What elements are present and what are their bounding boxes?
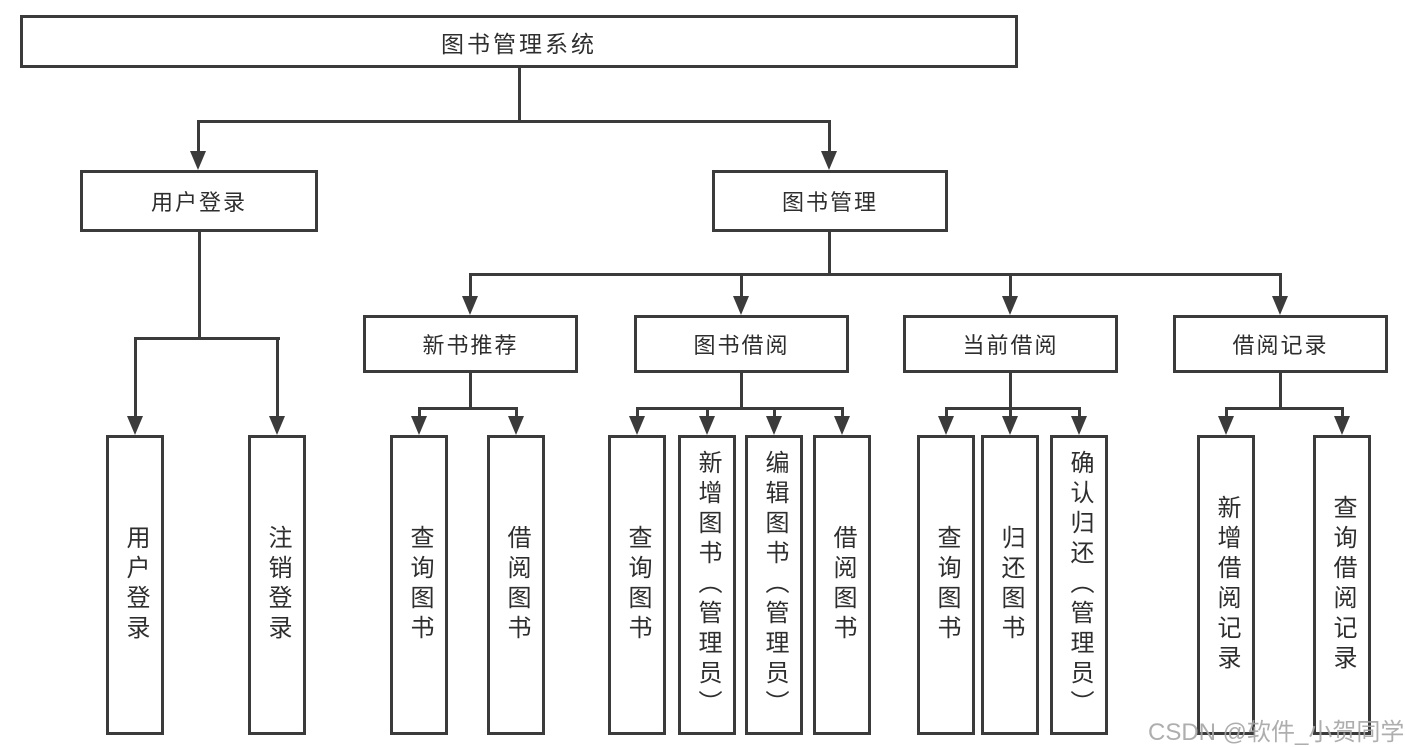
leaf-borrow-add-books-admin-label: 新增图书（管理员） <box>694 450 721 720</box>
connector-line <box>945 407 1081 410</box>
connector-line <box>469 273 1282 276</box>
leaf-current-confirm-return-admin: 确认归还（管理员） <box>1050 435 1108 735</box>
arrowhead-down <box>1071 416 1087 435</box>
arrowhead-down <box>1334 416 1350 435</box>
leaf-current-confirm-return-admin-label: 确认归还（管理员） <box>1066 450 1093 720</box>
node-root: 图书管理系统 <box>20 15 1018 68</box>
connector-line <box>945 407 948 418</box>
leaf-borrow-add-books-admin: 新增图书（管理员） <box>678 435 736 735</box>
leaf-borrow-query-books: 查询图书 <box>608 435 666 735</box>
arrowhead-down <box>127 416 143 435</box>
leaf-newbook-borrow-books: 借阅图书 <box>487 435 545 735</box>
arrowhead-down <box>1272 296 1288 315</box>
leaf-records-query-record: 查询借阅记录 <box>1313 435 1371 735</box>
connector-line <box>469 273 472 298</box>
node-book-management-label: 图书管理 <box>781 190 878 215</box>
connector-line <box>276 337 279 417</box>
connector-line <box>1009 407 1012 418</box>
leaf-newbook-query-books: 查询图书 <box>390 435 448 735</box>
leaf-borrow-edit-books-admin: 编辑图书（管理员） <box>745 435 803 735</box>
leaf-borrow-query-books-label: 查询图书 <box>624 525 651 645</box>
leaf-records-add-record: 新增借阅记录 <box>1197 435 1255 735</box>
connector-line <box>418 407 421 418</box>
leaf-records-query-record-label: 查询借阅记录 <box>1329 495 1356 675</box>
connector-line <box>636 407 639 418</box>
node-book-management: 图书管理 <box>712 170 948 232</box>
node-user-login-label: 用户登录 <box>150 190 247 215</box>
connector-line <box>1341 407 1344 418</box>
connector-line <box>1279 373 1282 409</box>
connector-line <box>418 407 518 410</box>
leaf-current-query-books-label: 查询图书 <box>933 525 960 645</box>
connector-line <box>828 232 831 275</box>
leaf-borrow-edit-books-admin-label: 编辑图书（管理员） <box>761 450 788 720</box>
connector-line <box>518 68 521 121</box>
node-book-borrowing: 图书借阅 <box>634 315 849 373</box>
connector-line <box>1078 407 1081 418</box>
connector-line <box>828 120 831 152</box>
node-root-label: 图书管理系统 <box>441 30 597 57</box>
arrowhead-down <box>821 151 837 170</box>
arrowhead-down <box>269 416 285 435</box>
connector-line <box>1279 273 1282 298</box>
arrowhead-down <box>1002 296 1018 315</box>
node-borrowing-records: 借阅记录 <box>1173 315 1388 373</box>
leaf-records-add-record-label: 新增借阅记录 <box>1213 495 1240 675</box>
connector-line <box>134 337 137 417</box>
node-current-borrowing-label: 当前借阅 <box>962 333 1059 358</box>
connector-line <box>197 120 200 152</box>
leaf-logout-label: 注销登录 <box>264 525 291 645</box>
arrowhead-down <box>834 416 850 435</box>
leaf-user-login-label: 用户登录 <box>122 525 149 645</box>
connector-line <box>740 373 743 409</box>
leaf-newbook-borrow-books-label: 借阅图书 <box>503 525 530 645</box>
node-book-borrowing-label: 图书借阅 <box>693 333 790 358</box>
connector-line <box>1225 407 1343 410</box>
node-borrowing-records-label: 借阅记录 <box>1232 333 1329 358</box>
connector-line <box>515 407 518 418</box>
connector-line <box>1225 407 1228 418</box>
arrowhead-down <box>508 416 524 435</box>
connector-line <box>841 407 844 418</box>
leaf-current-return-books: 归还图书 <box>981 435 1039 735</box>
leaf-logout: 注销登录 <box>248 435 306 735</box>
leaf-borrow-borrow-books-label: 借阅图书 <box>829 525 856 645</box>
node-new-book-recommend: 新书推荐 <box>363 315 578 373</box>
leaf-current-return-books-label: 归还图书 <box>997 525 1024 645</box>
leaf-user-login: 用户登录 <box>106 435 164 735</box>
connector-line <box>469 373 472 409</box>
connector-line <box>197 120 831 123</box>
node-new-book-recommend-label: 新书推荐 <box>422 333 519 358</box>
arrowhead-down <box>1002 416 1018 435</box>
leaf-current-query-books: 查询图书 <box>917 435 975 735</box>
arrowhead-down <box>938 416 954 435</box>
arrowhead-down <box>766 416 782 435</box>
arrowhead-down <box>411 416 427 435</box>
connector-line <box>134 337 280 340</box>
leaf-borrow-borrow-books: 借阅图书 <box>813 435 871 735</box>
node-user-login: 用户登录 <box>80 170 318 232</box>
arrowhead-down <box>1218 416 1234 435</box>
connector-line <box>706 407 709 418</box>
csdn-watermark: CSDN @软件_小贺同学 <box>1148 719 1405 746</box>
arrowhead-down <box>462 296 478 315</box>
leaf-newbook-query-books-label: 查询图书 <box>406 525 433 645</box>
connector-line <box>636 407 844 410</box>
connector-line <box>740 273 743 298</box>
connector-line <box>198 232 201 338</box>
connector-line <box>1009 373 1012 409</box>
arrowhead-down <box>190 151 206 170</box>
connector-line <box>773 407 776 418</box>
arrowhead-down <box>629 416 645 435</box>
connector-line <box>1009 273 1012 298</box>
arrowhead-down <box>699 416 715 435</box>
arrowhead-down <box>733 296 749 315</box>
node-current-borrowing: 当前借阅 <box>903 315 1118 373</box>
